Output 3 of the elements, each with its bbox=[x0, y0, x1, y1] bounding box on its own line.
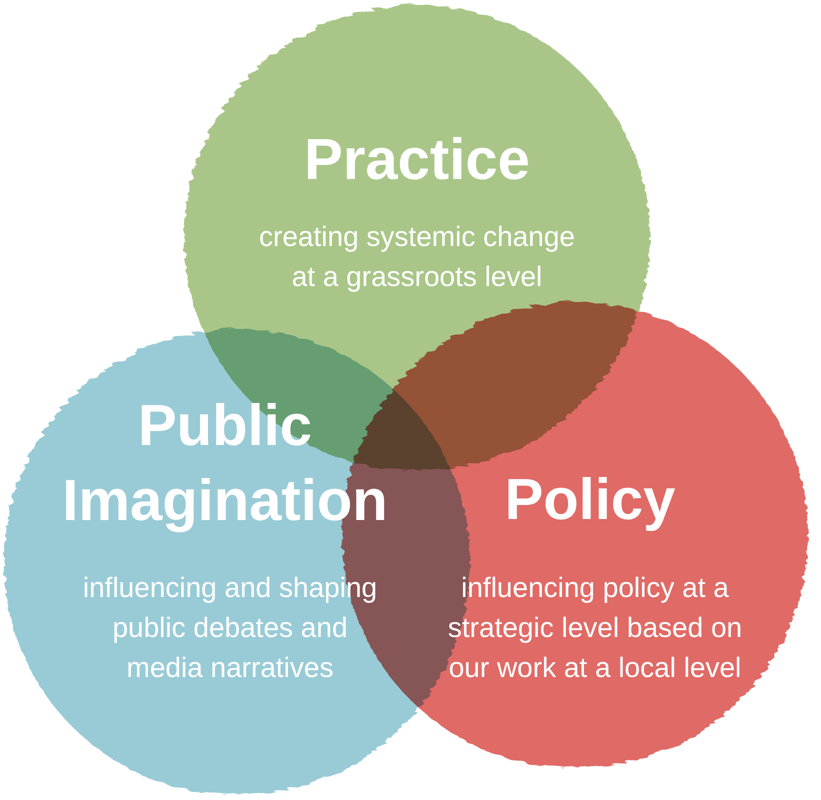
circle-description: creating systemic change at a grassroots level bbox=[258, 220, 576, 294]
circle-title: Practice bbox=[303, 128, 531, 192]
circle-title: Policy bbox=[504, 468, 676, 532]
